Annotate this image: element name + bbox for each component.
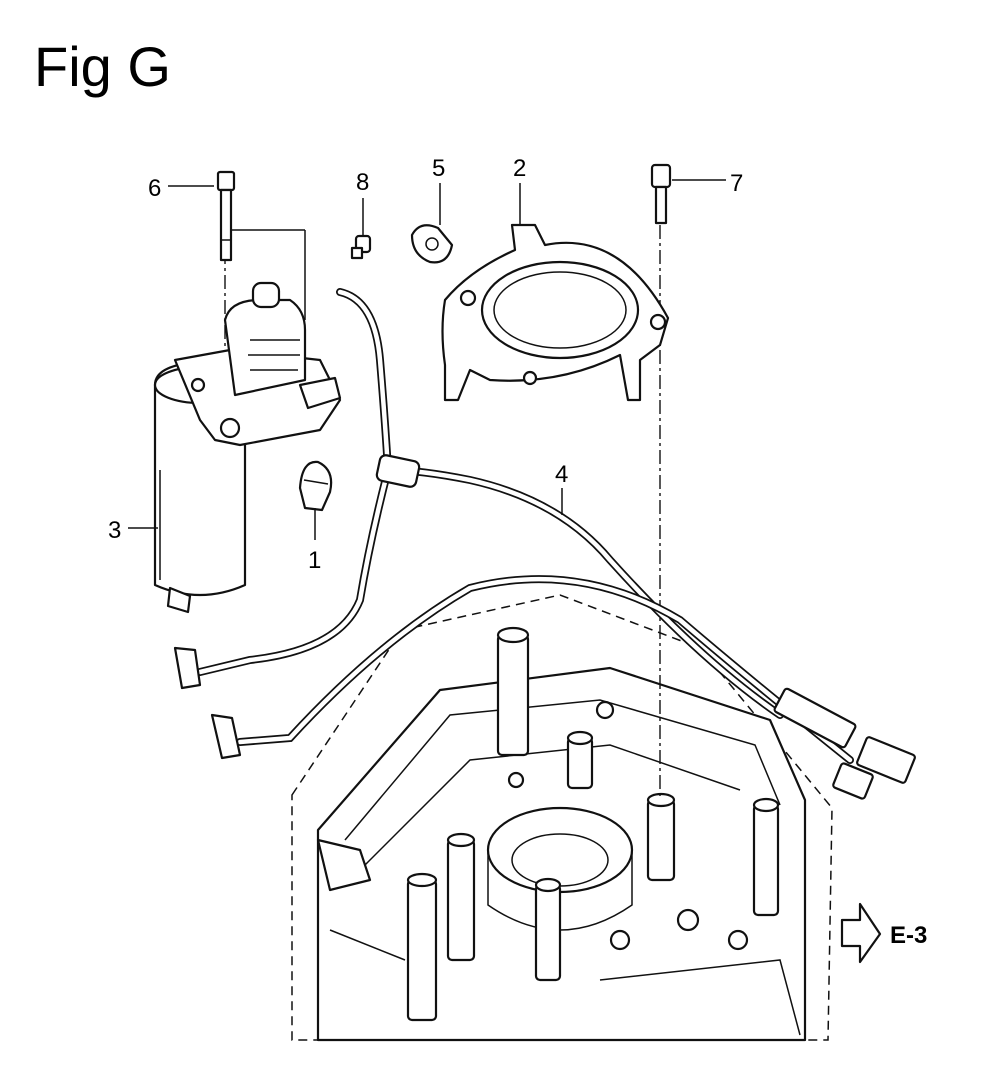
callout-6: 6 [148, 175, 161, 202]
wire-harness-part-4 [173, 288, 916, 800]
reference-arrow [840, 902, 882, 964]
callout-5: 5 [432, 155, 445, 182]
callout-2: 2 [513, 155, 526, 182]
bolt-part-6 [216, 170, 236, 262]
callout-7: 7 [730, 170, 743, 197]
clip-part-5 [410, 224, 454, 264]
callout-3: 3 [108, 517, 121, 544]
starter-motor-part-3 [153, 281, 342, 614]
reference-label-e3: E-3 [890, 922, 927, 949]
figure-title: Fig G [34, 35, 171, 98]
callout-4: 4 [555, 461, 568, 488]
bracket-part-2 [441, 223, 670, 402]
callout-1: 1 [308, 547, 321, 574]
bolt-part-7 [650, 163, 672, 225]
base-housing [291, 594, 833, 1042]
screw-part-8 [350, 234, 372, 260]
callout-8: 8 [356, 169, 369, 196]
clamp-part-1 [298, 460, 333, 512]
